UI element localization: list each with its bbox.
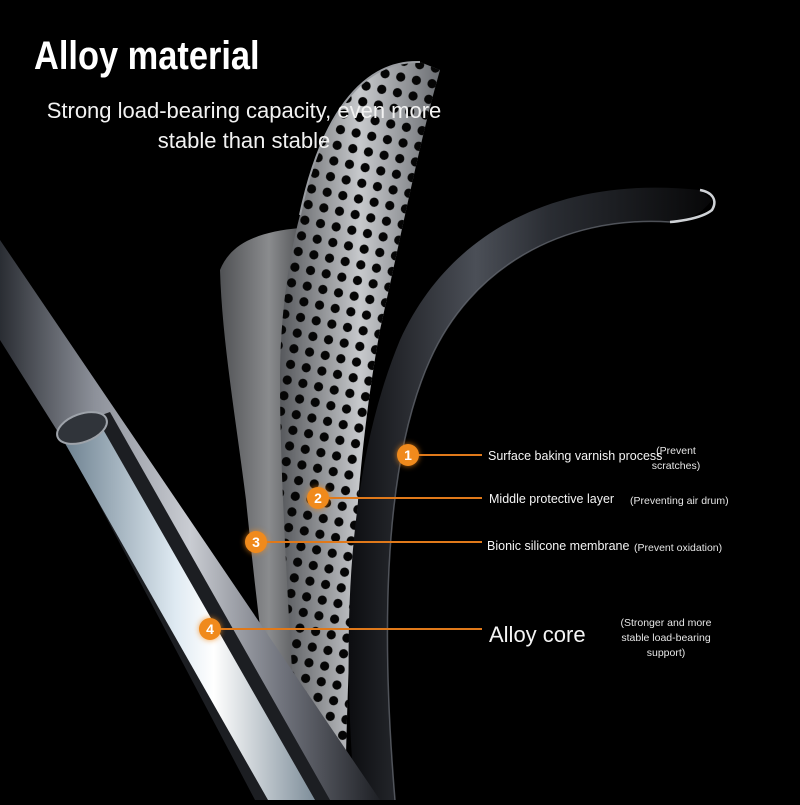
callout-badge-2: 2: [307, 487, 329, 509]
layer-label-1: Surface baking varnish process: [488, 449, 663, 463]
callout-badge-3: 3: [245, 531, 267, 553]
layer-label-4: Alloy core: [489, 622, 586, 647]
layer-note-2: (Preventing air drum): [630, 495, 729, 507]
page-title: Alloy material: [34, 34, 260, 78]
alloy-rod: [0, 240, 380, 800]
layer-label-2: Middle protective layer: [489, 492, 615, 506]
layer-note-4: (Stronger and more stable load-bearing s…: [620, 617, 712, 659]
layer-note-1: (Prevent scratches): [651, 445, 701, 472]
callout-badge-4: 4: [199, 618, 221, 640]
layer-note-3: (Prevent oxidation): [634, 542, 723, 554]
layer-label-3: Bionic silicone membrane: [487, 539, 630, 553]
page-subtitle: Strong load-bearing capacity, even more …: [46, 98, 442, 153]
callout-badge-1: 1: [397, 444, 419, 466]
